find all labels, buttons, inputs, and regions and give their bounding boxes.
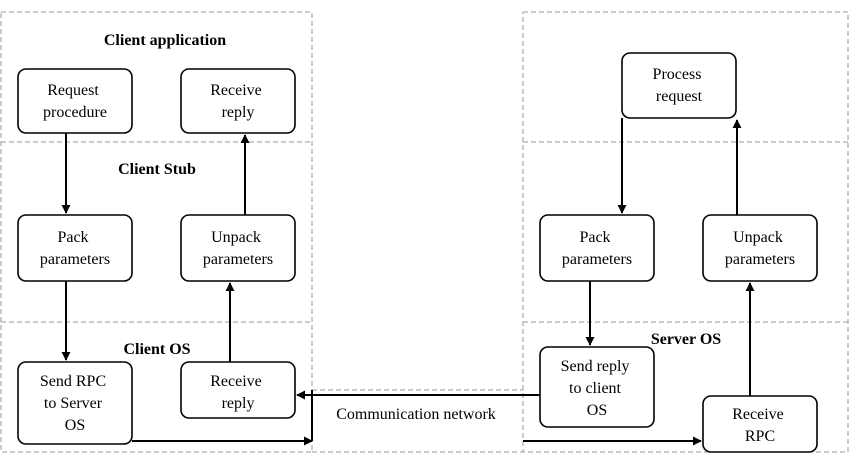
client-stub-label: Client Stub: [118, 161, 196, 178]
svg-text:Receive reply: Receive reply: [210, 373, 266, 412]
box-receive-reply-os: Receive reply: [180, 361, 296, 419]
box-send-reply: Send reply to client OS: [539, 346, 655, 428]
box-client-unpack-parameters: Unpack parameters: [180, 214, 296, 282]
box-server-pack-parameters: Pack parameters: [539, 214, 655, 282]
box-line: Receive: [210, 82, 262, 99]
box-process-request: Process request: [621, 52, 737, 119]
box-server-unpack-parameters: Unpack parameters: [702, 214, 818, 282]
svg-text:Unpack parameters: Unpack parameters: [203, 229, 273, 268]
box-line: Process: [653, 66, 702, 83]
client-region-border: [0, 11, 313, 453]
box-send-rpc: Send RPC to Server OS: [17, 361, 133, 445]
server-region-border: [522, 11, 849, 453]
svg-text:Unpack parameters: Unpack parameters: [725, 229, 795, 268]
box-line: Unpack: [733, 229, 783, 246]
server-region: Server OS: [522, 11, 849, 453]
server-os-label: Server OS: [651, 331, 721, 348]
svg-text:Receive reply: Receive reply: [210, 82, 266, 121]
box-line: Receive: [210, 373, 262, 390]
box-line: Receive: [732, 406, 784, 423]
communication-network-label: Communication network: [336, 406, 496, 423]
box-line: parameters: [562, 251, 632, 268]
client-application-label: Client application: [104, 32, 226, 49]
box-line: reply: [222, 395, 255, 412]
client-os-label: Client OS: [123, 341, 190, 358]
box-line: to Server: [44, 395, 103, 412]
box-receive-rpc: Receive RPC: [702, 395, 818, 453]
network-region: Communication network: [312, 389, 523, 453]
box-line: request: [656, 88, 703, 105]
box-line: Pack: [57, 229, 88, 246]
box-line: reply: [222, 104, 255, 121]
box-line: Send RPC: [40, 373, 106, 390]
box-receive-reply-app: Receive reply: [180, 68, 296, 134]
box-line: parameters: [203, 251, 273, 268]
box-line: to client: [569, 380, 622, 397]
svg-text:Receive RPC: Receive RPC: [732, 406, 788, 445]
box-line: Unpack: [211, 229, 261, 246]
box-line: Pack: [579, 229, 610, 246]
svg-text:Request procedure: Request procedure: [43, 82, 107, 121]
box-client-pack-parameters: Pack parameters: [17, 214, 133, 282]
box-line: Request: [47, 82, 99, 99]
svg-text:Pack parameters: Pack parameters: [562, 229, 632, 268]
box-line: procedure: [43, 104, 107, 121]
svg-text:Pack parameters: Pack parameters: [40, 229, 110, 268]
client-region: Client application Client Stub Client OS: [0, 11, 313, 453]
svg-text:Send RPC to Server: Send RPC to Server OS: [40, 373, 110, 434]
box-line: parameters: [40, 251, 110, 268]
box-line: parameters: [725, 251, 795, 268]
box-line: RPC: [745, 428, 775, 445]
svg-text:Send reply to client: Send reply to client OS: [561, 358, 634, 419]
box-request-procedure: Request procedure: [17, 68, 133, 134]
box-line: Send reply: [561, 358, 630, 375]
svg-text:Process request: Process request: [653, 66, 706, 105]
box-line: OS: [65, 417, 85, 434]
box-line: OS: [587, 402, 607, 419]
